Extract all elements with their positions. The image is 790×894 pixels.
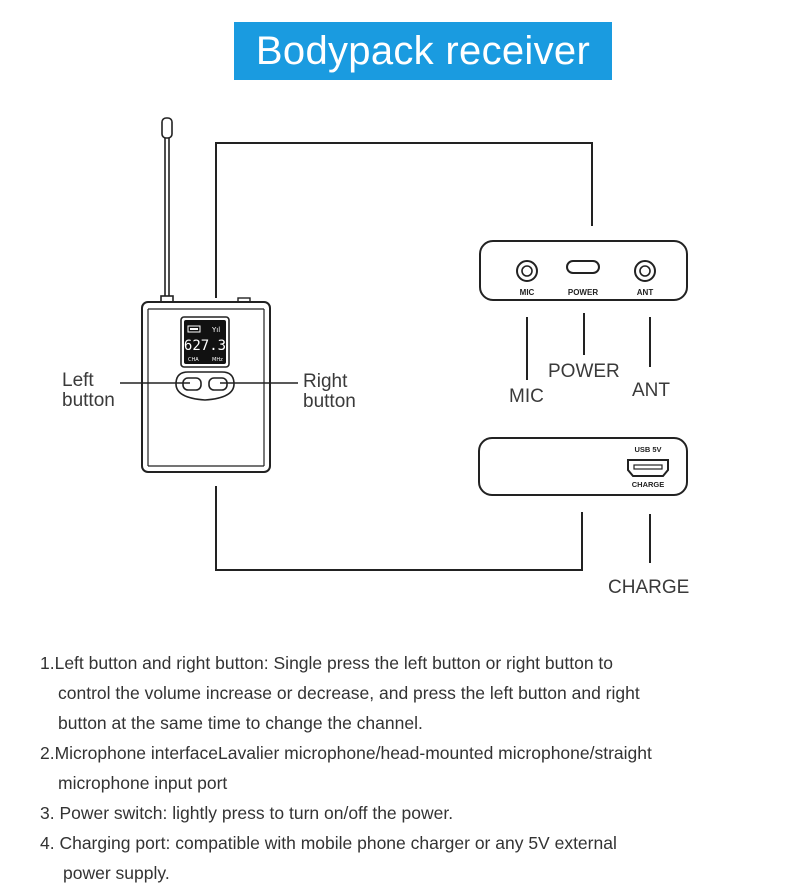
- title-banner: Bodypack receiver: [234, 22, 612, 80]
- note-3: 3. Power switch: lightly press to turn o…: [40, 798, 770, 828]
- top-panel: MIC POWER ANT: [479, 240, 688, 301]
- panel-ant-label: ANT: [637, 288, 654, 297]
- instruction-notes: 1.Left button and right button: Single p…: [40, 648, 770, 888]
- note-4-line-2: power supply.: [63, 863, 170, 883]
- note-4: 4. Charging port: compatible with mobile…: [40, 828, 770, 888]
- mic-jack: [516, 260, 538, 282]
- right-button[interactable]: [208, 377, 228, 391]
- note-1-line-1: 1.Left button and right button: Single p…: [40, 653, 614, 673]
- note-1-line-3: button at the same time to change the ch…: [58, 713, 423, 733]
- panel-mic-label: MIC: [520, 288, 535, 297]
- page-title: Bodypack receiver: [255, 28, 591, 73]
- panel-power-label: POWER: [568, 288, 598, 297]
- connector-lines: [215, 142, 593, 571]
- battery-icon: [187, 325, 201, 333]
- receiver-diagram: Yıl 627.3 CHA MHz MIC POWER ANT USB 5: [120, 117, 688, 571]
- note-2: 2.Microphone interfaceLavalier microphon…: [40, 738, 770, 798]
- note-3-line-1: 3. Power switch: lightly press to turn o…: [40, 803, 454, 823]
- left-button-label: Left button: [62, 371, 115, 411]
- control-buttons: [175, 371, 235, 401]
- charge-callout: CHARGE: [608, 577, 690, 598]
- antenna: [160, 117, 174, 303]
- lcd-channel: CHA: [188, 357, 199, 363]
- note-1: 1.Left button and right button: Single p…: [40, 648, 770, 738]
- top-connector-line: [215, 142, 593, 298]
- bottom-panel: USB 5V CHARGE: [478, 437, 688, 496]
- top-panel-pointers: [526, 313, 651, 380]
- left-button[interactable]: [182, 377, 202, 391]
- note-1-line-2: control the volume increase or decrease,…: [58, 683, 640, 703]
- mic-callout: MIC: [509, 386, 544, 407]
- lcd-unit: MHz: [212, 357, 223, 363]
- left-button-label-line1: Left: [62, 370, 94, 391]
- power-switch[interactable]: [566, 260, 600, 274]
- right-button-label: Right button: [303, 372, 356, 412]
- right-button-label-line1: Right: [303, 371, 348, 392]
- left-button-label-line2: button: [62, 390, 115, 411]
- note-4-line-1: 4. Charging port: compatible with mobile…: [40, 833, 617, 853]
- ant-jack: [634, 260, 656, 282]
- note-2-line-2: microphone input port: [58, 773, 228, 793]
- charge-port-label: CHARGE: [632, 480, 665, 489]
- note-2-line-1: 2.Microphone interfaceLavalier microphon…: [40, 743, 652, 763]
- bottom-connector-line: [215, 486, 583, 571]
- signal-icon: Yıl: [211, 326, 220, 334]
- right-button-label-line2: button: [303, 391, 356, 412]
- usb-label: USB 5V: [634, 445, 661, 454]
- power-callout: POWER: [548, 361, 620, 382]
- lcd-frequency: 627.3: [184, 338, 226, 354]
- lcd-screen: Yıl 627.3 CHA MHz: [180, 316, 230, 368]
- ant-callout: ANT: [632, 380, 670, 401]
